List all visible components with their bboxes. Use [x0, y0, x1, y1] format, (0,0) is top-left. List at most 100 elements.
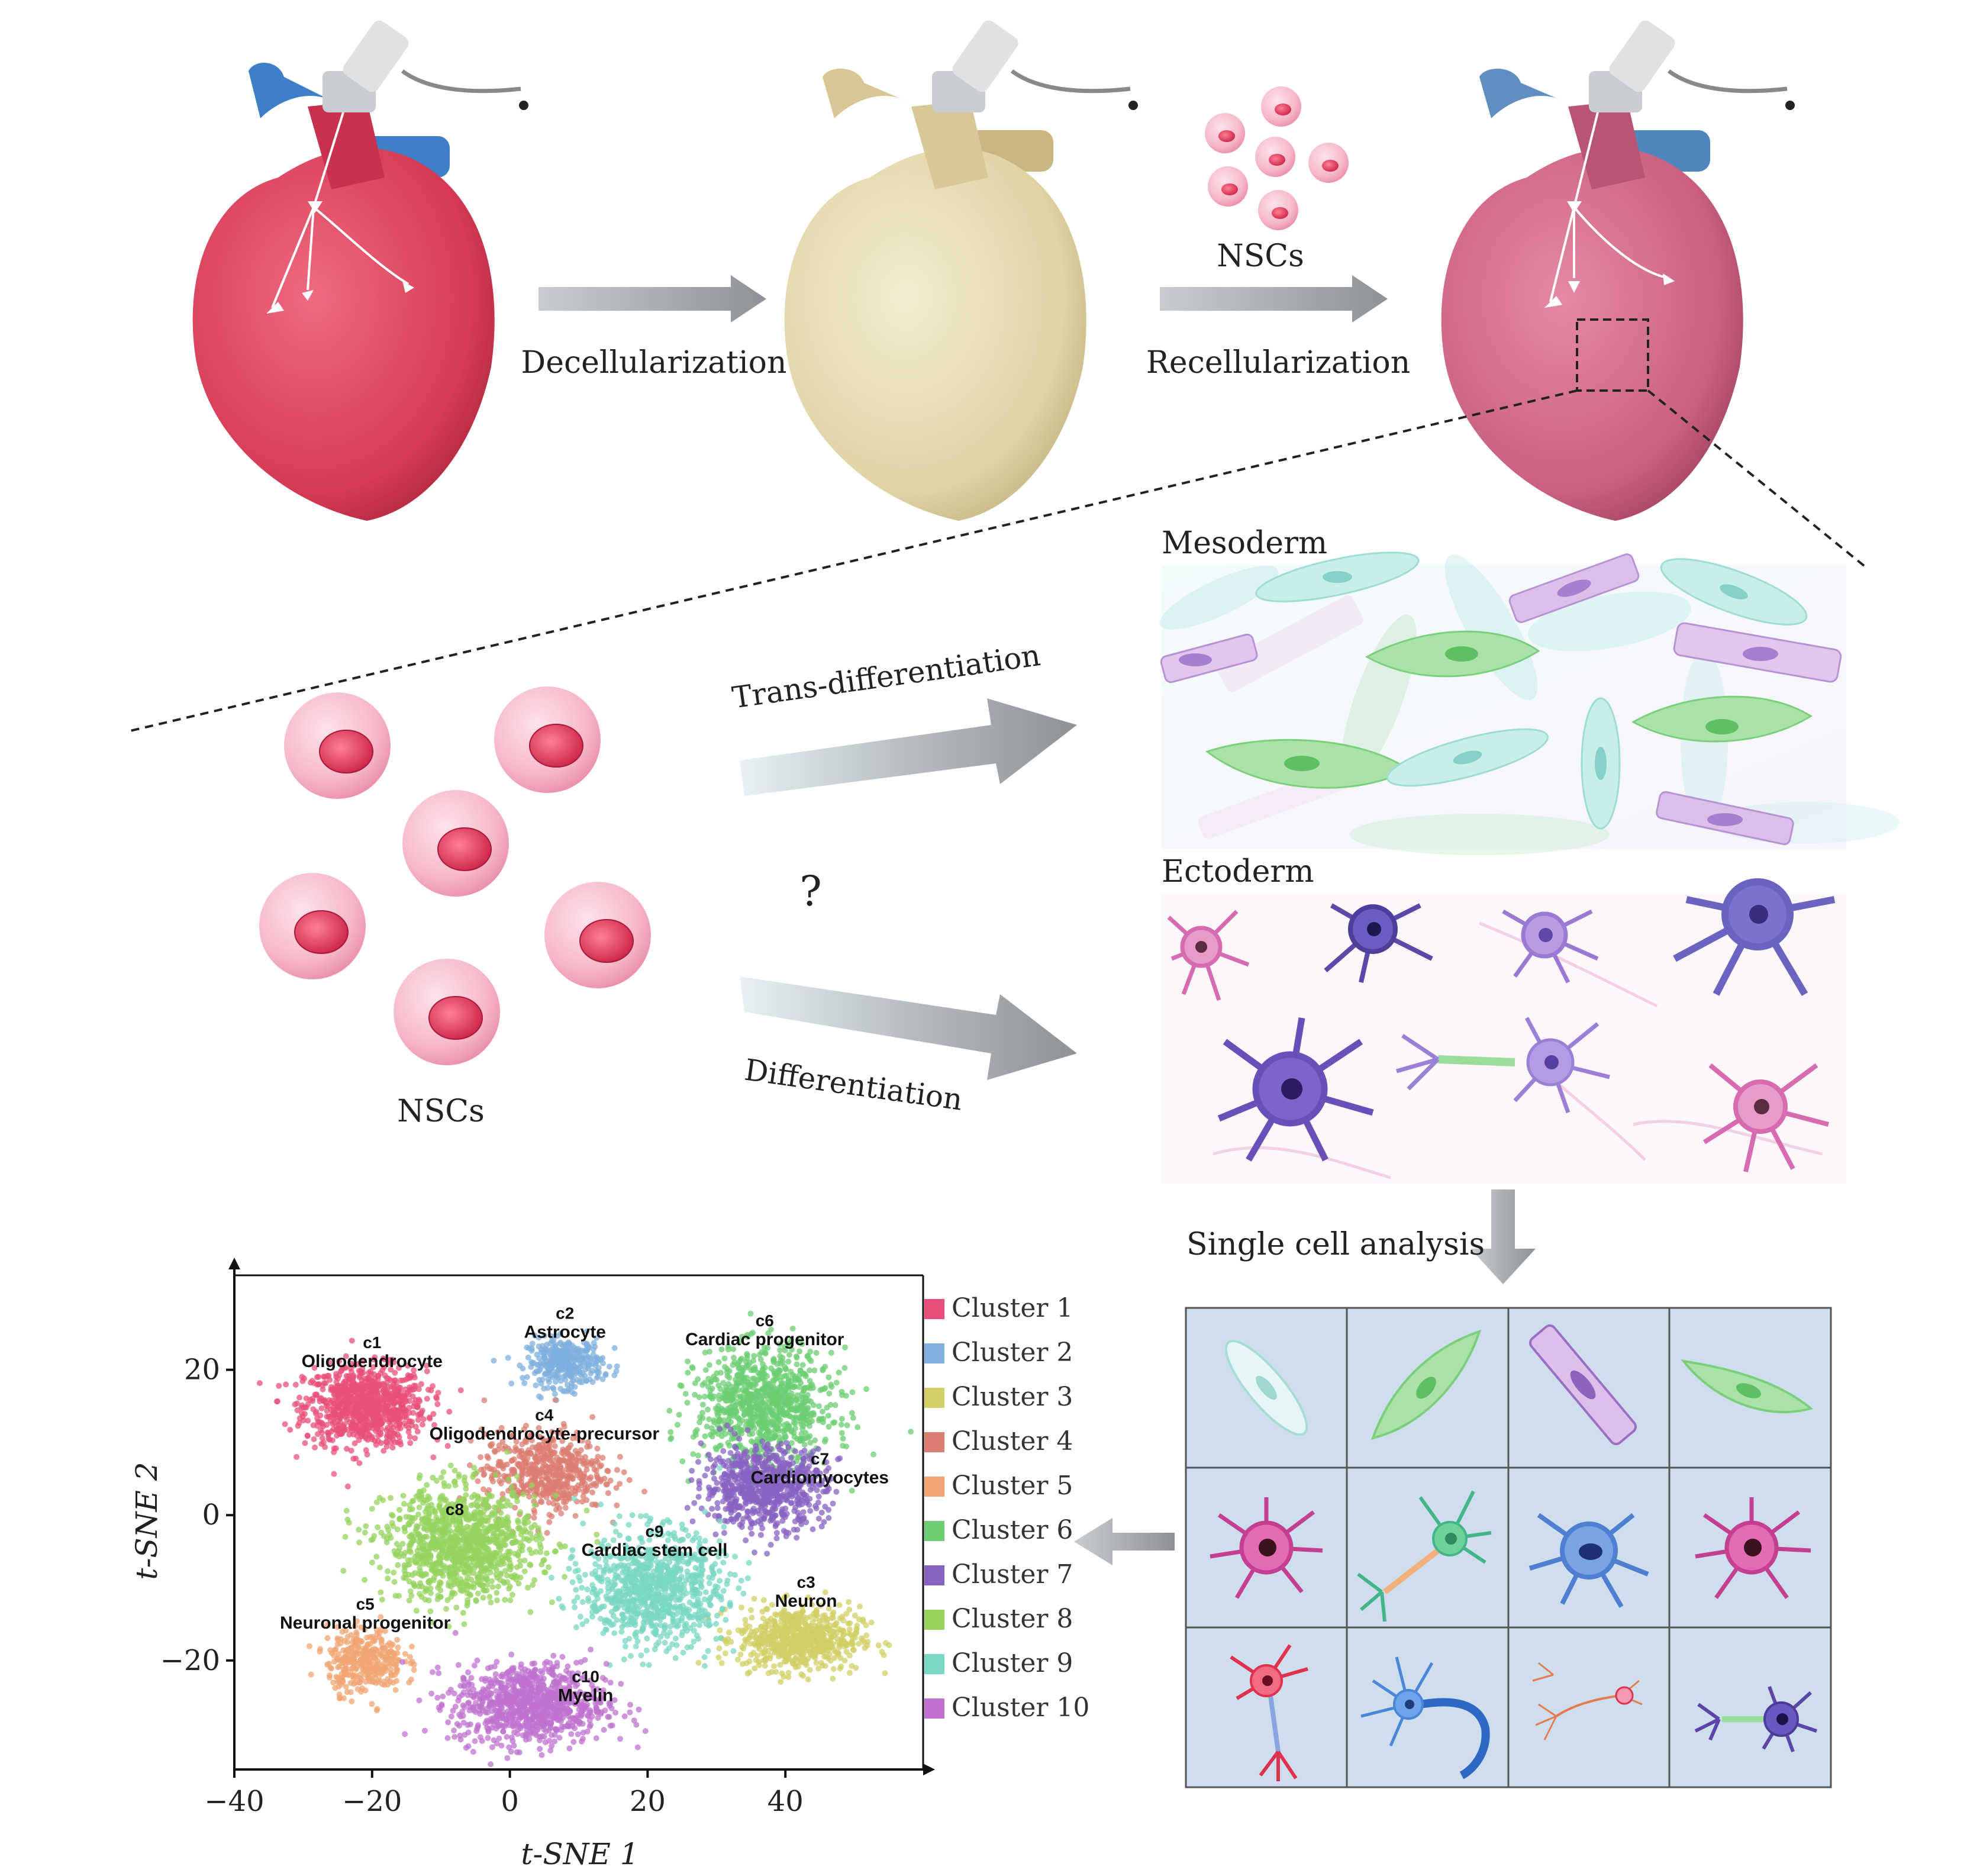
- scatter-point: [514, 1446, 520, 1453]
- scatter-point: [772, 1386, 779, 1393]
- scatter-point: [751, 1353, 757, 1359]
- scatter-point: [562, 1492, 569, 1498]
- scatter-point: [739, 1604, 745, 1611]
- scatter-point: [391, 1430, 398, 1437]
- scatter-point: [699, 1401, 706, 1408]
- scatter-point: [423, 1362, 430, 1369]
- scatter-point: [444, 1443, 451, 1449]
- scatter-point: [759, 1609, 766, 1615]
- scatter-point: [822, 1385, 828, 1391]
- scatter-point: [478, 1454, 484, 1461]
- scatter-point: [552, 1391, 558, 1397]
- scatter-point: [825, 1606, 832, 1612]
- scatter-point: [528, 1364, 534, 1370]
- scatter-point: [537, 1433, 543, 1440]
- scatter-point: [481, 1397, 488, 1404]
- scatter-point: [486, 1594, 493, 1600]
- scatter-point: [843, 1610, 850, 1617]
- scatter-point: [849, 1487, 855, 1494]
- scatter-point: [863, 1386, 869, 1393]
- scatter-point: [550, 1346, 557, 1353]
- scatter-point: [707, 1387, 714, 1394]
- scatter-point: [831, 1655, 838, 1661]
- scatter-point: [796, 1384, 802, 1390]
- scatter-point: [324, 1421, 330, 1428]
- scatter-point: [795, 1515, 801, 1522]
- scatter-point: [617, 1481, 623, 1487]
- scatter-point: [368, 1411, 375, 1418]
- scatter-point: [348, 1448, 354, 1454]
- scatter-point: [710, 1469, 717, 1476]
- scatter-point: [756, 1488, 762, 1494]
- scatter-point: [367, 1421, 374, 1428]
- scatter-point: [785, 1613, 792, 1620]
- scatter-point: [593, 1458, 599, 1464]
- scatter-point: [751, 1629, 757, 1635]
- scatter-point: [775, 1457, 781, 1464]
- scatter-point: [716, 1392, 723, 1398]
- scatter-point: [796, 1625, 803, 1632]
- scatter-point: [773, 1530, 780, 1536]
- scatter-point: [331, 1416, 337, 1422]
- scatter-point: [563, 1487, 570, 1494]
- scatter-point: [539, 1442, 546, 1448]
- differentiation-label: Differentiation: [743, 1053, 965, 1117]
- scatter-point: [752, 1448, 758, 1454]
- scatter-point: [720, 1379, 727, 1386]
- scatter-point: [820, 1617, 826, 1623]
- scatter-point: [327, 1647, 334, 1653]
- scatter-point: [790, 1634, 796, 1640]
- scatter-point: [812, 1437, 818, 1443]
- scatter-point: [583, 1378, 589, 1384]
- scatter-point: [354, 1637, 360, 1643]
- scatter-point: [834, 1635, 840, 1642]
- scatter-point: [391, 1394, 398, 1401]
- scatter-point: [772, 1427, 778, 1433]
- scatter-point: [744, 1508, 750, 1514]
- grid-cell-smooth-muscle: [1370, 1329, 1482, 1440]
- scatter-point: [702, 1367, 709, 1373]
- scatter-point: [338, 1430, 344, 1436]
- scatter-point: [384, 1653, 391, 1660]
- scatter-point: [373, 1662, 379, 1668]
- scatter-point: [331, 1411, 337, 1418]
- scatter-point: [760, 1615, 766, 1622]
- scatter-point: [721, 1530, 727, 1536]
- scatter-point: [330, 1426, 337, 1433]
- scatter-point: [318, 1420, 325, 1426]
- scatter-point: [386, 1640, 393, 1646]
- decellularization-label: Decellularization: [521, 345, 787, 381]
- scatter-point: [734, 1372, 741, 1378]
- scatter-point: [583, 1328, 590, 1335]
- scatter-point: [749, 1614, 755, 1621]
- scatter-point: [323, 1400, 329, 1407]
- scatter-point: [781, 1595, 787, 1602]
- scatter-point: [769, 1493, 776, 1500]
- scatter-point: [495, 1446, 502, 1453]
- scatter-point: [785, 1358, 792, 1365]
- scatter-point: [750, 1454, 756, 1461]
- scatter-point: [762, 1424, 768, 1431]
- scatter-point: [527, 1609, 534, 1615]
- scatter-point: [378, 1626, 385, 1633]
- scatter-point: [737, 1420, 743, 1426]
- scatter-point: [783, 1626, 789, 1632]
- recellularization-label: Recellularization: [1146, 345, 1410, 381]
- scatter-point: [581, 1488, 587, 1495]
- scatter-point: [551, 1369, 557, 1375]
- scatter-point: [753, 1657, 759, 1664]
- scatter-point: [799, 1608, 806, 1614]
- scatter-point: [689, 1468, 695, 1474]
- scatter-point: [350, 1419, 356, 1425]
- scatter-point: [383, 1375, 390, 1381]
- scatter-point: [759, 1433, 766, 1439]
- scatter-point: [408, 1660, 414, 1667]
- scatter-point: [823, 1653, 830, 1660]
- scatter-point: [500, 1465, 507, 1472]
- scatter-point: [823, 1639, 830, 1646]
- scatter-point: [614, 1502, 620, 1508]
- scatter-point: [343, 1684, 349, 1690]
- scatter-point: [846, 1630, 852, 1637]
- scatter-point: [384, 1406, 391, 1413]
- scatter-point: [394, 1650, 401, 1656]
